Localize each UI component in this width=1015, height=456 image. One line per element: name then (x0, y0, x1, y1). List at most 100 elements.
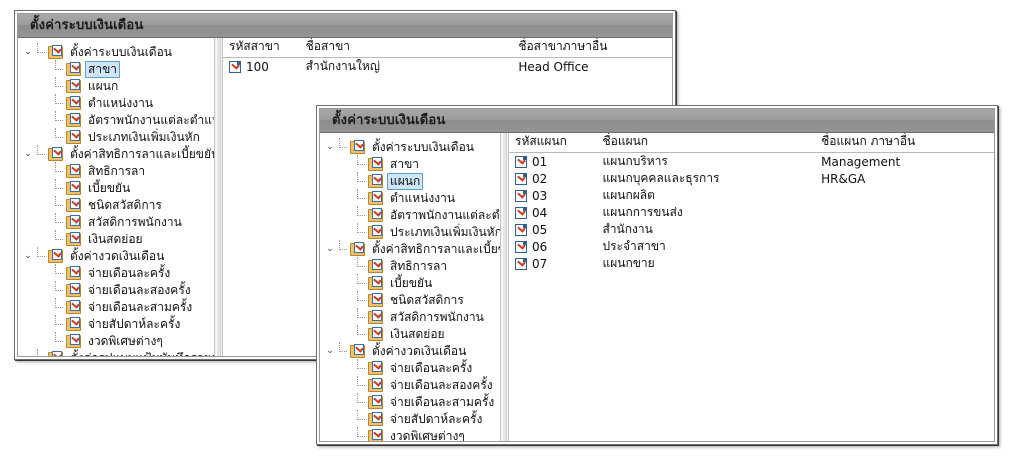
cell-code[interactable]: 100 (223, 60, 300, 74)
tree-item[interactable]: จ่ายเดือนละครั้ง (342, 359, 500, 377)
table-row[interactable]: 07 แผนกขาย (509, 255, 994, 272)
navigation-tree[interactable]: ⌄ตั้งค่าระบบเงินเดือนสาขาแผนกตำแหน่งงานอ… (320, 133, 500, 441)
checkbox-checked-icon[interactable] (515, 257, 527, 270)
tree-connector-line (354, 393, 368, 411)
cell-name[interactable]: แผนกขาย (602, 256, 655, 270)
tree-item[interactable]: งวดพิเศษต่างๆ (342, 427, 500, 441)
tree-item[interactable]: แผนก (40, 77, 214, 95)
cell-code[interactable]: 02 (509, 172, 596, 186)
tree-item[interactable]: สิทธิการลา (40, 162, 214, 180)
table-row[interactable]: 04 แผนกการขนส่ง (509, 204, 994, 221)
grid-column-header-code[interactable]: รหัสแผนก (515, 134, 567, 148)
cell-code[interactable]: 03 (509, 189, 596, 203)
tree-item[interactable]: จ่ายสัปดาห์ละครั้ง (40, 315, 214, 333)
tree-item[interactable]: สวัสดิการพนักงาน (342, 308, 500, 326)
tree-connector-line (336, 342, 350, 360)
checkbox-checked-icon[interactable] (229, 60, 241, 73)
cell-code[interactable]: 07 (509, 257, 596, 271)
cell-name[interactable]: สำนักงาน (602, 222, 653, 236)
checkbox-checked-icon[interactable] (515, 155, 527, 168)
splitter-grip[interactable] (216, 38, 221, 356)
tree-item[interactable]: ⌄ตั้งค่างวดเงินเดือน (324, 342, 500, 360)
chevron-down-icon[interactable]: ⌄ (22, 350, 34, 356)
table-row[interactable]: 02 แผนกบุคคลและธุรการ HR&GA (509, 170, 994, 187)
tree-item[interactable]: ⌄ตั้งค่าระบบเงินเดือน (324, 138, 500, 156)
cell-name[interactable]: แผนกการขนส่ง (602, 205, 683, 219)
tree-item[interactable]: แผนก (342, 172, 500, 190)
grid-column-header-altname[interactable]: ชื่อแผนก ภาษาอื่น (821, 134, 916, 148)
cell-name[interactable]: ประจำสาขา (602, 239, 666, 253)
cell-code[interactable]: 05 (509, 223, 596, 237)
tree-item[interactable]: ⌄ตั้งค่าสิทธิการลาและเบี้ยขยัน (22, 145, 214, 163)
cell-name[interactable]: สำนักงานใหญ่ (305, 59, 380, 73)
tree-item[interactable]: ชนิดสวัสดิการ (40, 196, 214, 214)
checkbox-checked-icon[interactable] (515, 189, 527, 202)
folder-checklist-icon (368, 259, 383, 273)
cell-name[interactable]: แผนกบุคคลและธุรการ (602, 171, 720, 185)
table-row[interactable]: 03 แผนกผลิต (509, 187, 994, 204)
table-row[interactable]: 06 ประจำสาขา (509, 238, 994, 255)
records-grid-pane[interactable]: รหัสแผนก ชื่อแผนก ชื่อแผนก ภาษาอื่น 01 แผ… (509, 133, 994, 441)
chevron-down-icon[interactable]: ⌄ (326, 244, 334, 254)
chevron-down-icon[interactable]: ⌄ (326, 142, 334, 152)
chevron-down-icon[interactable]: ⌄ (24, 251, 32, 261)
grid-column-header-altname[interactable]: ชื่อสาขาภาษาอื่น (518, 39, 608, 53)
tree-item[interactable]: สวัสดิการพนักงาน (40, 213, 214, 231)
tree-item[interactable]: เบี้ยขยัน (342, 274, 500, 292)
tree-item[interactable]: ⌄ตั้งค่าสิทธิการลาและเบี้ยขยัน (324, 240, 500, 258)
checkbox-checked-icon[interactable] (515, 223, 527, 236)
cell-code[interactable]: 01 (509, 155, 596, 169)
window-titlebar[interactable]: ตั้งค่าระบบเงินเดือน (18, 14, 672, 38)
chevron-down-icon[interactable]: ⌄ (326, 346, 334, 356)
tree-item[interactable]: อัตราพนักงานแต่ละตำแหน่ง (342, 206, 500, 224)
cell-name[interactable]: แผนกผลิต (602, 188, 655, 202)
tree-item[interactable]: ตำแหน่งงาน (342, 189, 500, 207)
tree-item[interactable]: จ่ายเดือนละสามครั้ง (40, 298, 214, 316)
tree-item[interactable]: ⌄ตั้งค่าระบบเงินเดือน (22, 43, 214, 61)
tree-item[interactable]: งวดพิเศษต่างๆ (40, 332, 214, 350)
table-row[interactable]: 01 แผนกบริหาร Management (509, 153, 994, 170)
tree-item[interactable]: ประเภทเงินเพิ่มเงินหัก (40, 128, 214, 146)
tree-item[interactable]: ชนิดสวัสดิการ (342, 291, 500, 309)
table-row[interactable]: 05 สำนักงาน (509, 221, 994, 238)
tree-item[interactable]: สิทธิการลา (342, 257, 500, 275)
grid-column-header-code[interactable]: รหัสสาขา (229, 39, 280, 53)
cell-name[interactable]: แผนกบริหาร (602, 154, 668, 168)
cell-alt-name[interactable]: HR&GA (821, 171, 866, 186)
splitter-grip[interactable] (502, 133, 507, 441)
pane-splitter[interactable] (214, 38, 223, 356)
tree-item[interactable]: เงินสดย่อย (40, 230, 214, 248)
tree-item[interactable]: ⌄ตั้งค่างวดเงินเดือน (22, 247, 214, 265)
cell-code[interactable]: 06 (509, 240, 596, 254)
navigation-tree-pane[interactable]: ⌄ตั้งค่าระบบเงินเดือนสาขาแผนกตำแหน่งงานอ… (18, 38, 214, 356)
window-titlebar[interactable]: ตั้งค่าระบบเงินเดือน (320, 109, 994, 133)
tree-item[interactable]: สาขา (342, 155, 500, 173)
tree-item[interactable]: จ่ายเดือนละสองครั้ง (40, 281, 214, 299)
tree-item[interactable]: จ่ายเดือนละสามครั้ง (342, 393, 500, 411)
tree-item[interactable]: ตำแหน่งงาน (40, 94, 214, 112)
tree-item[interactable]: จ่ายเดือนละครั้ง (40, 264, 214, 282)
tree-item[interactable]: สาขา (40, 60, 214, 78)
navigation-tree[interactable]: ⌄ตั้งค่าระบบเงินเดือนสาขาแผนกตำแหน่งงานอ… (18, 38, 214, 356)
tree-item[interactable]: อัตราพนักงานแต่ละตำแหน่ง (40, 111, 214, 129)
checkbox-checked-icon[interactable] (515, 172, 527, 185)
table-row[interactable]: 100 สำนักงานใหญ่ Head Office (223, 58, 672, 75)
checkbox-checked-icon[interactable] (515, 206, 527, 219)
cell-alt-name[interactable]: Management (821, 154, 901, 169)
cell-code[interactable]: 04 (509, 206, 596, 220)
tree-item[interactable]: เงินสดย่อย (342, 325, 500, 343)
settings-window-department[interactable]: ตั้งค่าระบบเงินเดือน ⌄ตั้งค่าระบบเงินเดื… (316, 105, 998, 445)
tree-item[interactable]: ประเภทเงินเพิ่มเงินหัก (342, 223, 500, 241)
grid-column-header-name[interactable]: ชื่อสาขา (305, 39, 351, 53)
checkbox-checked-icon[interactable] (515, 240, 527, 253)
navigation-tree-pane[interactable]: ⌄ตั้งค่าระบบเงินเดือนสาขาแผนกตำแหน่งงานอ… (320, 133, 500, 441)
pane-splitter[interactable] (500, 133, 509, 441)
chevron-down-icon[interactable]: ⌄ (24, 47, 32, 57)
tree-item[interactable]: จ่ายเดือนละสองครั้ง (342, 376, 500, 394)
tree-item[interactable]: ⌄ตั้งค่ารูปแบบแฟ้มบันทึกรายการส่าง (22, 349, 214, 356)
chevron-down-icon[interactable]: ⌄ (24, 149, 32, 159)
cell-alt-name[interactable]: Head Office (518, 59, 589, 74)
tree-item[interactable]: จ่ายสัปดาห์ละครั้ง (342, 410, 500, 428)
tree-item[interactable]: เบี้ยขยัน (40, 179, 214, 197)
grid-column-header-name[interactable]: ชื่อแผนก (602, 134, 649, 148)
